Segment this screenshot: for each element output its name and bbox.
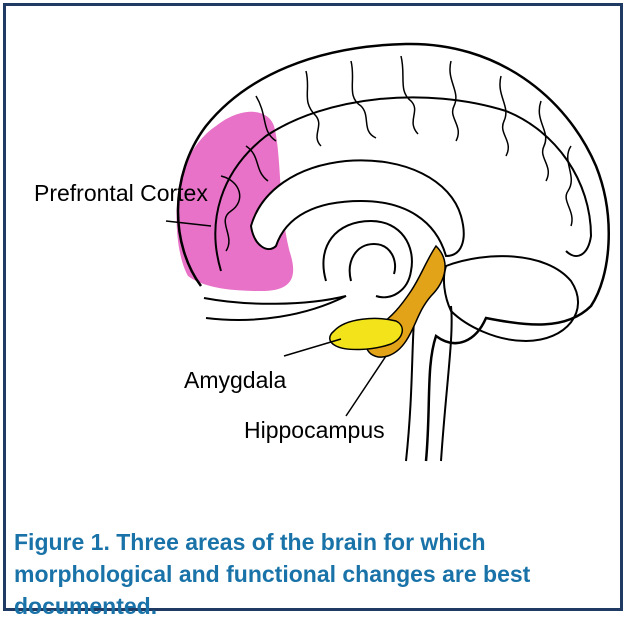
ventricle-curl-inner bbox=[350, 244, 395, 281]
figure-caption: Figure 1. Three areas of the brain for w… bbox=[14, 526, 574, 622]
frontal-base bbox=[204, 296, 346, 320]
hippocampus-label: Hippocampus bbox=[244, 417, 385, 443]
amygdala-leader bbox=[284, 339, 341, 356]
amygdala-label: Amygdala bbox=[184, 367, 286, 393]
prefrontal-label: Prefrontal Cortex bbox=[34, 180, 208, 206]
brain-diagram: Prefrontal Cortex Amygdala Hippocampus bbox=[6, 6, 620, 466]
hippocampus-leader bbox=[346, 356, 386, 416]
figure-frame: Prefrontal Cortex Amygdala Hippocampus F… bbox=[3, 3, 623, 611]
ventricle-curl bbox=[323, 221, 412, 297]
cerebellum bbox=[444, 256, 578, 341]
